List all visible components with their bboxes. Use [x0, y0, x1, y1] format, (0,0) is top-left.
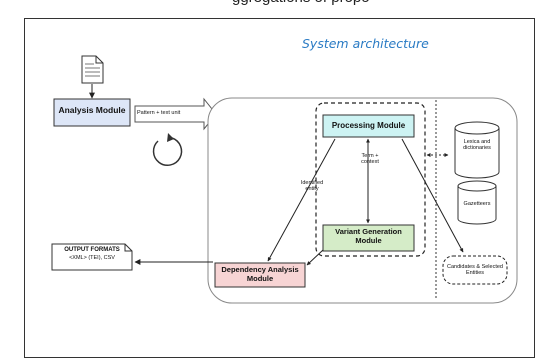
diagram-title: System architecture — [302, 36, 429, 51]
identified-entity-label: Identified entity — [300, 180, 324, 193]
variant-module-label: Variant Generation Module — [335, 227, 402, 245]
system-container — [207, 97, 518, 304]
processing-module-box — [322, 114, 415, 138]
candidates-label: Candidates & Selected Entities — [447, 264, 503, 277]
analysis-module-box — [53, 98, 131, 127]
analysis-module-label: Analysis Module — [58, 105, 126, 115]
cycle-icon — [152, 133, 183, 167]
output-formats-box — [51, 243, 133, 271]
processing-group-box — [315, 102, 426, 257]
diagram-canvas — [51, 55, 518, 304]
top-cropped-text: ggregations of propo — [232, 0, 559, 9]
processing-to-candidates-arrow — [401, 138, 464, 253]
dependency-module-label: Dependency Analysis Module — [221, 265, 299, 283]
dependency-module-box — [214, 262, 306, 288]
gazetteers-label: Gazetteers — [463, 201, 491, 207]
pattern-label: Pattern + text unit — [137, 110, 181, 116]
term-context-label: Term + context — [361, 153, 379, 166]
variant-module-box — [322, 224, 415, 252]
processing-to-dependency-arrow — [267, 138, 336, 262]
lexica-label: Lexica and dictionaries — [463, 139, 491, 152]
processing-module-label: Processing Module — [331, 121, 406, 130]
lexica-database-icon — [454, 121, 500, 179]
document-icon — [81, 55, 104, 84]
output-title-label: OUTPUT FORMATS — [64, 247, 120, 253]
candidates-box — [442, 255, 508, 285]
variant-to-dependency-arrow — [306, 249, 324, 266]
gazetteers-database-icon — [457, 180, 497, 225]
output-formats-label: <XML> (TEI), CSV — [69, 255, 115, 261]
